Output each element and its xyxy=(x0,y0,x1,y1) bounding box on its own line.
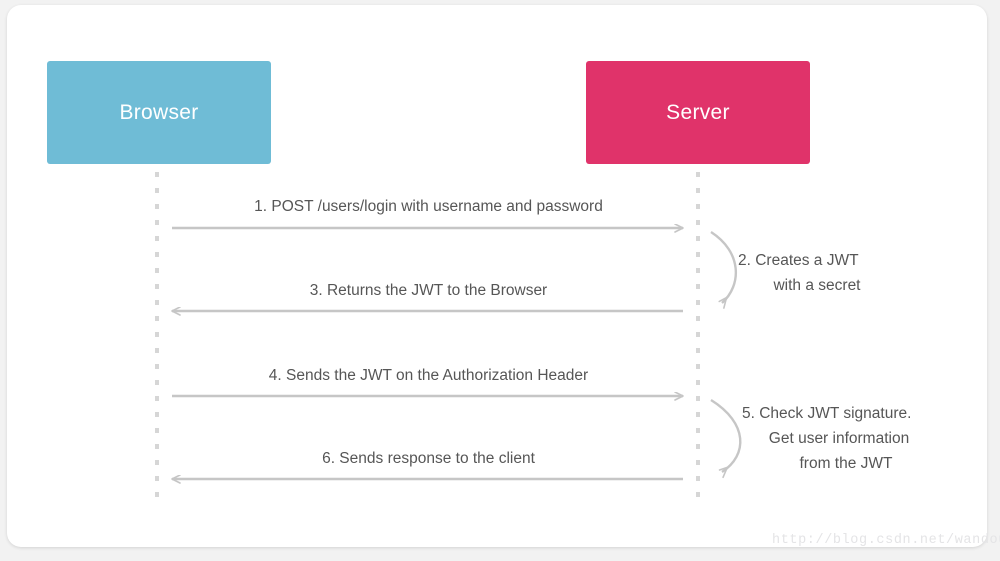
actor-label-browser: Browser xyxy=(119,100,199,124)
self-call-label-2-line-1: 2. Creates a JWT xyxy=(738,252,859,269)
message-label-6: 6. Sends response to the client xyxy=(322,450,535,467)
self-call-label-2: 2. Creates a JWT with a secret xyxy=(738,248,938,298)
actor-box-server[interactable]: Server xyxy=(586,61,810,164)
message-label-3: 3. Returns the JWT to the Browser xyxy=(309,282,548,299)
self-call-arc-5 xyxy=(710,398,742,479)
actor-label-server: Server xyxy=(666,100,730,124)
actor-box-browser[interactable]: Browser xyxy=(47,61,271,164)
watermark-text: http://blog.csdn.net/wandoubi xyxy=(772,533,1000,548)
message-label-4: 4. Sends the JWT on the Authorization He… xyxy=(268,367,589,384)
self-call-label-2-line-2: with a secret xyxy=(773,277,861,294)
self-call-label-5-line-1: 5. Check JWT signature. xyxy=(742,405,912,422)
self-call-arc-2 xyxy=(710,230,737,309)
self-call-label-5-line-2: Get user information xyxy=(768,430,910,447)
self-call-label-5: 5. Check JWT signature. Get user informa… xyxy=(742,401,952,476)
message-label-1: 1. POST /users/login with username and p… xyxy=(254,198,603,215)
self-call-label-5-line-3: from the JWT xyxy=(799,455,893,472)
